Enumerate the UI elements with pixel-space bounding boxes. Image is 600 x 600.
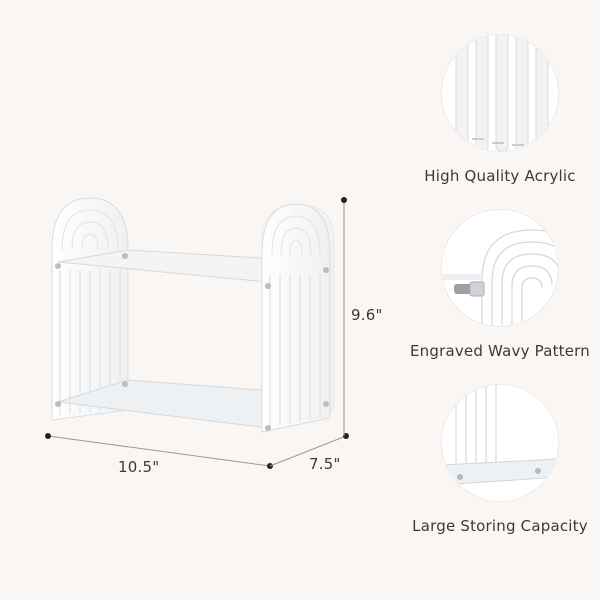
wavy-pattern-closeup-icon	[442, 210, 558, 326]
feature-acrylic-label: High Quality Acrylic	[424, 167, 576, 185]
width-dimension-label: 10.5"	[118, 458, 160, 476]
feature-acrylic: High Quality Acrylic	[400, 35, 600, 185]
feature-wavy-pattern-label: Engraved Wavy Pattern	[409, 342, 590, 360]
right-side-panel	[261, 203, 331, 433]
height-dimension-line	[341, 197, 347, 436]
depth-dimension-label: 7.5"	[309, 455, 341, 473]
screw-fittings	[55, 253, 329, 431]
shelf-corner-closeup-icon	[442, 385, 558, 501]
feature-wavy-pattern: Engraved Wavy Pattern	[400, 210, 600, 360]
acrylic-slats-closeup-icon	[442, 35, 558, 151]
feature-storage-capacity-label: Large Storing Capacity	[412, 517, 588, 535]
feature-storage-capacity: Large Storing Capacity	[400, 385, 600, 535]
height-dimension-label: 9.6"	[351, 306, 383, 324]
